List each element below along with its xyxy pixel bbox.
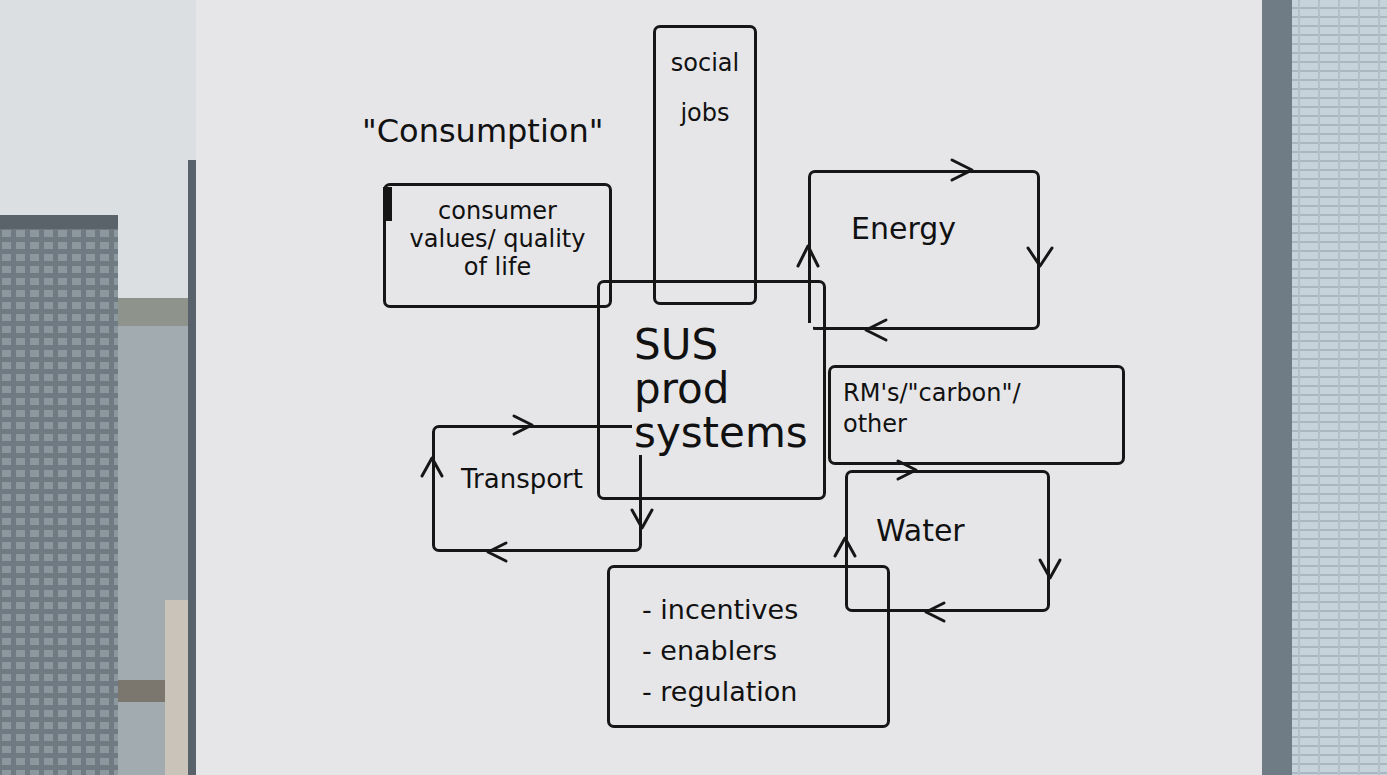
consumption-box: "Consumption" consumer values/ quality of… — [360, 112, 612, 308]
office-tower — [0, 215, 118, 775]
central-box: SUS prod systems — [597, 280, 826, 500]
loop-box: Energy — [808, 170, 1040, 330]
box-text: consumer values/ quality of life — [394, 198, 601, 281]
box-text: Transport — [459, 464, 585, 495]
paper-sheet — [196, 0, 1262, 775]
box-text: RM's/"carbon"/ other — [841, 378, 1041, 440]
arrowhead — [1040, 560, 1060, 578]
box-outline: consumer values/ quality of life — [383, 183, 612, 308]
box-text: SUS prod systems — [632, 323, 813, 455]
glass-tower — [1290, 0, 1387, 775]
box-text: social jobs — [662, 38, 748, 139]
tower-column — [1262, 0, 1292, 775]
arrowhead — [488, 543, 506, 561]
policy-box: - incentives - enablers - regulation — [607, 565, 890, 728]
arrowhead — [632, 510, 652, 528]
loop-box: Water — [845, 470, 1050, 612]
box-text: Energy — [849, 211, 958, 247]
arrowhead — [926, 603, 944, 621]
loop-box: Transport — [432, 425, 642, 552]
box-text: - incentives — [640, 594, 800, 625]
social-column: social jobs — [653, 25, 757, 305]
arrowhead — [1028, 248, 1052, 266]
box-text: - enablers — [640, 635, 779, 666]
box-text: - regulation — [640, 676, 799, 707]
box-text: Water — [874, 513, 967, 549]
arrowhead — [866, 320, 886, 340]
resource-box: RM's/"carbon"/ other — [828, 365, 1125, 465]
heading-text: "Consumption" — [360, 112, 605, 150]
tower-roof — [0, 215, 118, 229]
